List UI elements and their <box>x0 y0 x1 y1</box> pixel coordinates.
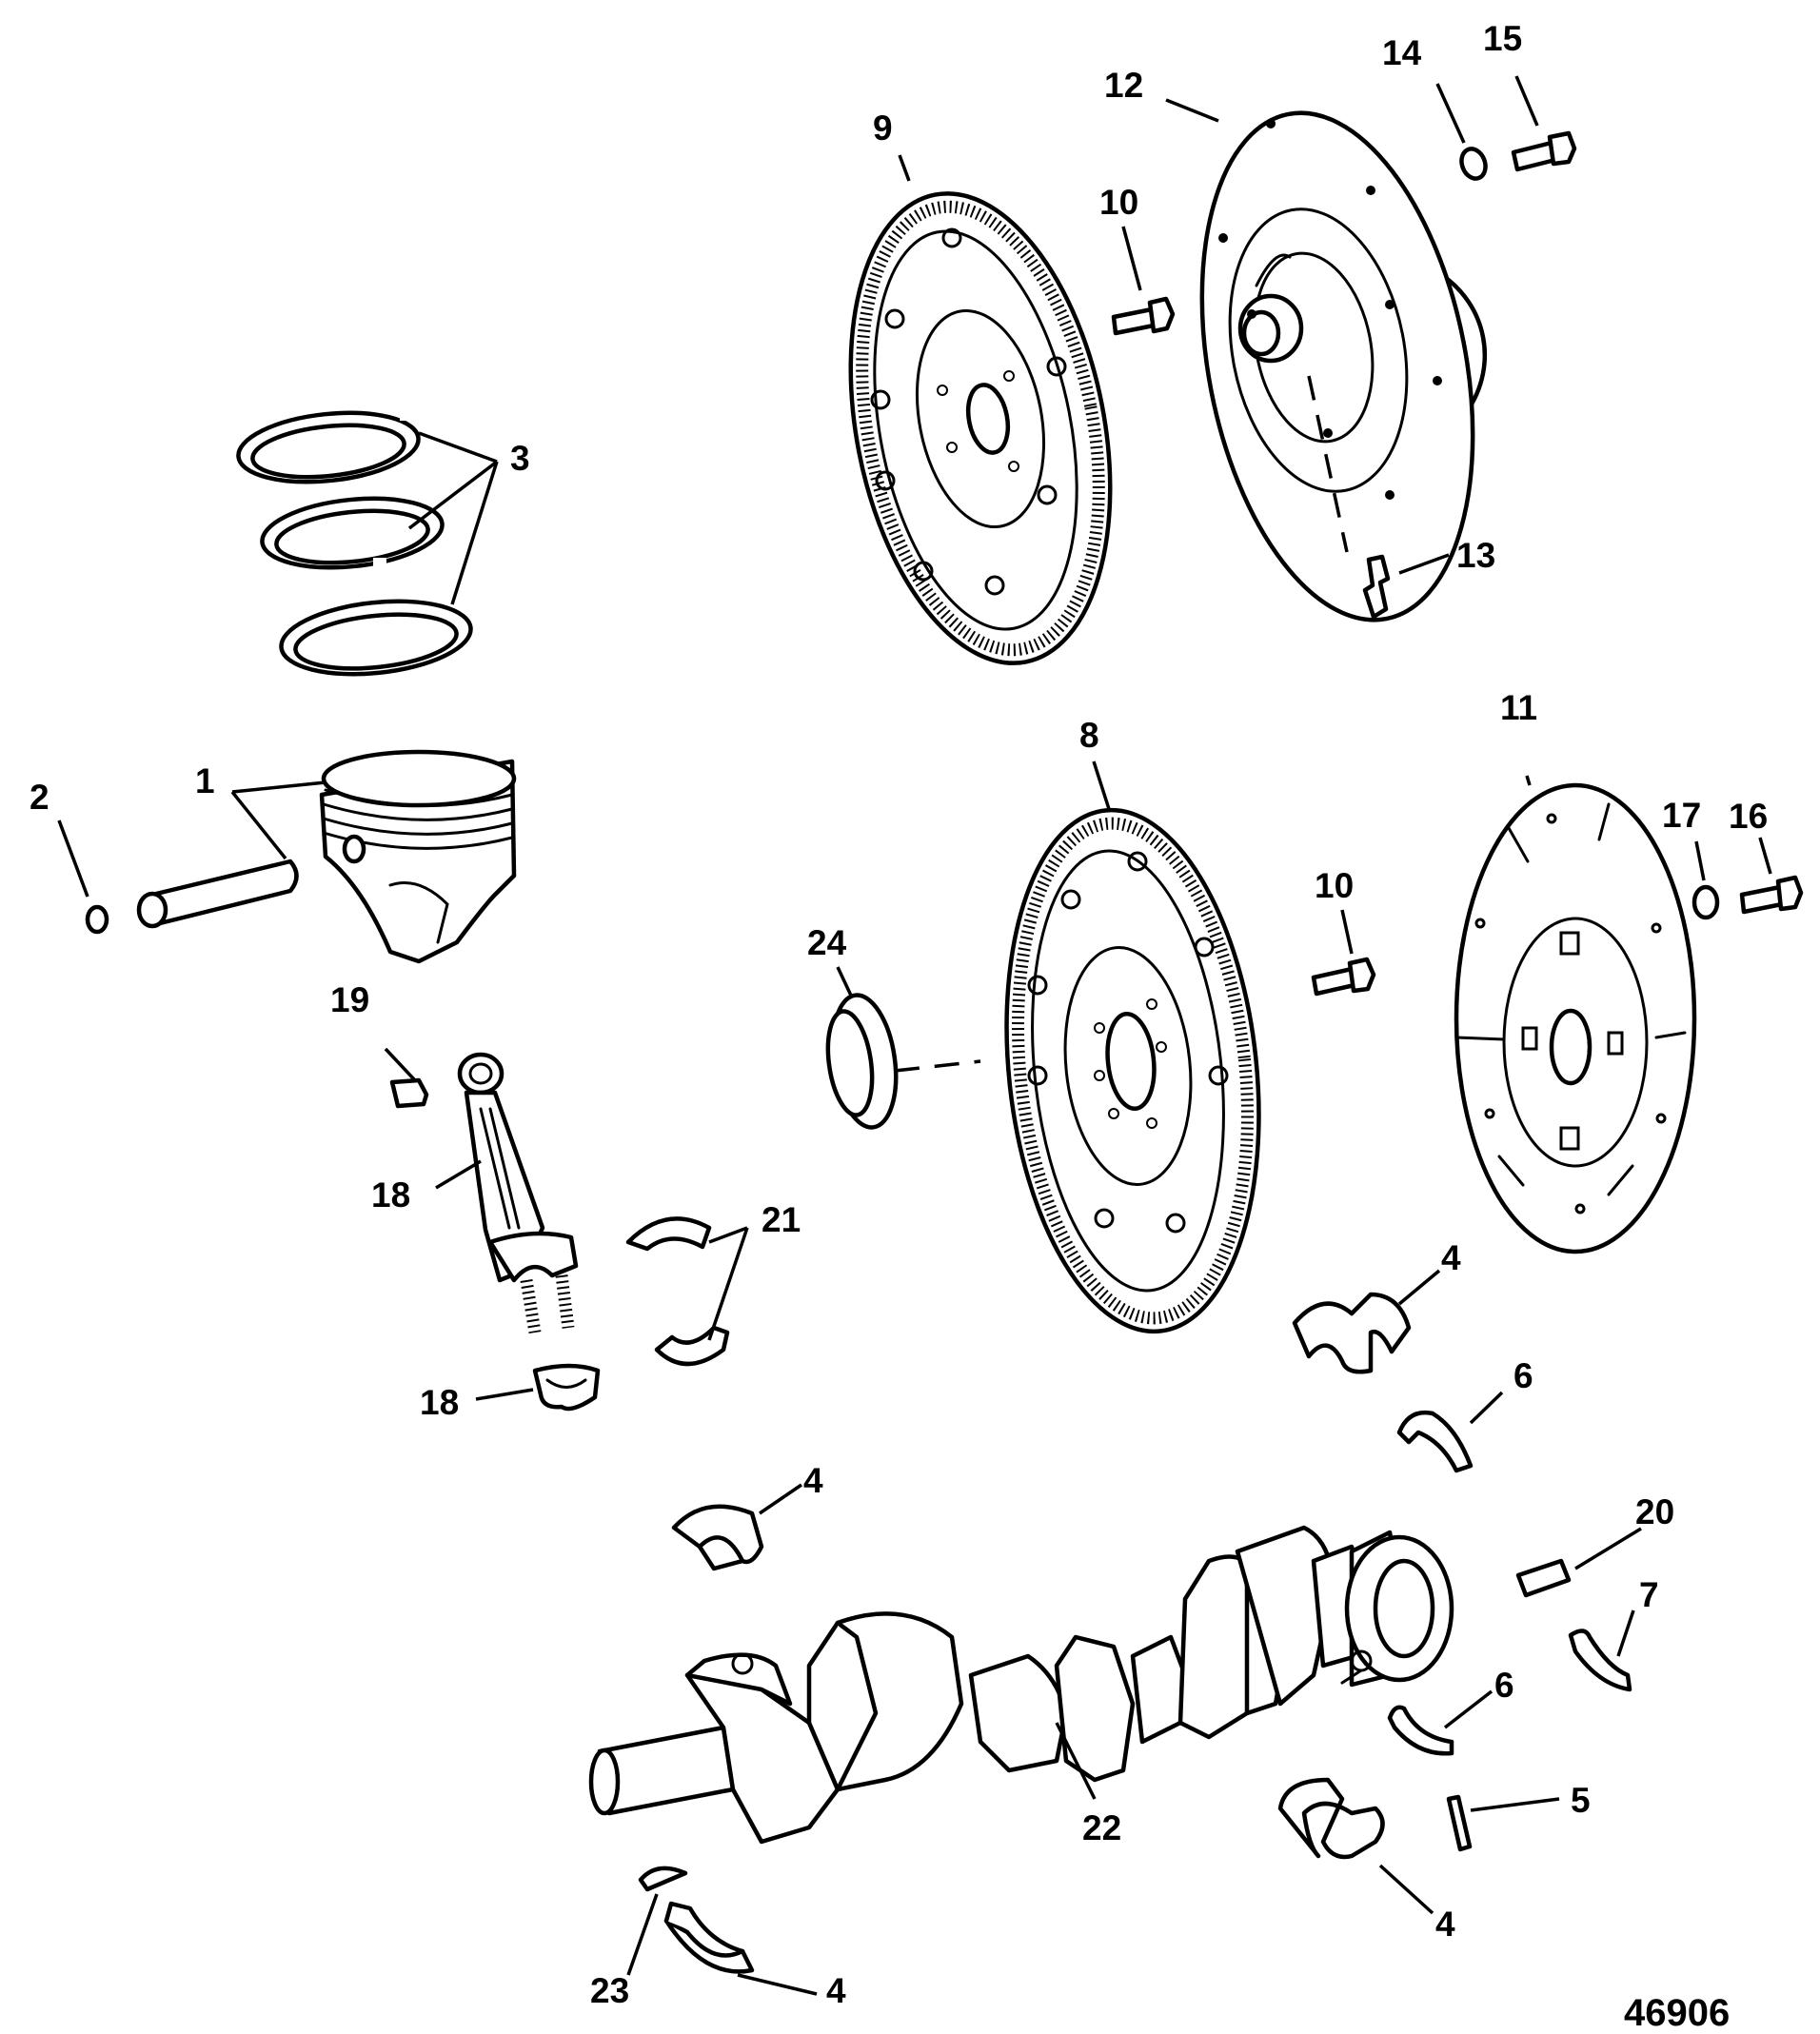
main-bearing-part-4-upper-right <box>1292 1292 1412 1374</box>
callout-19: 19 <box>330 980 369 1019</box>
callout-14: 14 <box>1382 33 1422 72</box>
callout-4-a: 4 <box>1441 1238 1461 1277</box>
callout-2: 2 <box>30 778 49 817</box>
crankshaft-part-22 <box>588 1525 1454 1845</box>
callout-10-a: 10 <box>1099 183 1138 222</box>
woodruff-key-part-23 <box>638 1866 688 1892</box>
callout-23: 23 <box>590 1971 629 2010</box>
callout-6-b: 6 <box>1494 1666 1514 1705</box>
flywheel-part-8 <box>1004 807 1261 1334</box>
callout-4-c: 4 <box>1435 1905 1455 1944</box>
pin-part-5 <box>1446 1794 1473 1852</box>
callout-7: 7 <box>1639 1575 1659 1614</box>
bolt-part-16 <box>1739 875 1804 915</box>
callout-9: 9 <box>873 109 893 148</box>
clutch-disc-part-11 <box>1454 782 1697 1254</box>
drive-coupler-part-12 <box>1199 110 1488 622</box>
callout-16: 16 <box>1729 797 1768 836</box>
callout-20: 20 <box>1635 1492 1674 1531</box>
callout-13: 13 <box>1456 536 1495 575</box>
thrust-bearing-part-6-upper <box>1396 1410 1474 1473</box>
callout-labels: 1 2 3 4 4 4 4 5 6 6 7 8 9 10 10 11 12 13… <box>30 19 1768 2034</box>
callout-8: 8 <box>1079 716 1099 755</box>
document-number: 46906 <box>1624 1992 1730 2034</box>
callout-15: 15 <box>1483 19 1522 58</box>
callout-22: 22 <box>1082 1808 1121 1847</box>
callout-18-b: 18 <box>420 1383 459 1422</box>
callout-21: 21 <box>762 1200 801 1239</box>
bolt-part-10-upper <box>1111 296 1176 336</box>
main-bearing-part-4-lower-left <box>663 1901 755 1974</box>
callout-1: 1 <box>195 761 215 800</box>
thrust-bearing-part-6-lower <box>1387 1705 1454 1756</box>
washer-part-14 <box>1459 147 1488 181</box>
piston-and-pin-part-1 <box>85 749 517 964</box>
dowel-pin-part-20 <box>1515 1558 1572 1598</box>
callout-11: 11 <box>1500 688 1537 727</box>
callout-12: 12 <box>1104 66 1143 105</box>
flywheel-part-9 <box>848 191 1113 665</box>
callout-17: 17 <box>1662 796 1701 835</box>
thrust-washer-part-7 <box>1568 1629 1632 1692</box>
callout-24: 24 <box>807 923 847 962</box>
bolt-part-10-lower <box>1311 957 1376 997</box>
leader-lines <box>57 75 1772 1996</box>
callout-5: 5 <box>1571 1781 1591 1820</box>
bolt-part-15 <box>1511 130 1577 172</box>
washer-part-17 <box>1691 884 1720 920</box>
piston-rings-part-3 <box>236 409 473 677</box>
connecting-rod-part-18 <box>389 1052 601 1412</box>
callout-10-b: 10 <box>1315 866 1354 905</box>
callout-3: 3 <box>510 439 530 478</box>
callout-4-b: 4 <box>803 1461 823 1500</box>
grease-fitting-part-13 <box>1362 554 1391 620</box>
callout-18-a: 18 <box>371 1175 410 1214</box>
callout-6-a: 6 <box>1513 1356 1533 1395</box>
main-bearing-part-4-center-left <box>671 1504 764 1571</box>
main-bearing-part-4-lower-right <box>1277 1777 1385 1860</box>
callout-4-d: 4 <box>826 1971 846 2010</box>
rear-seal-part-24 <box>825 993 981 1130</box>
